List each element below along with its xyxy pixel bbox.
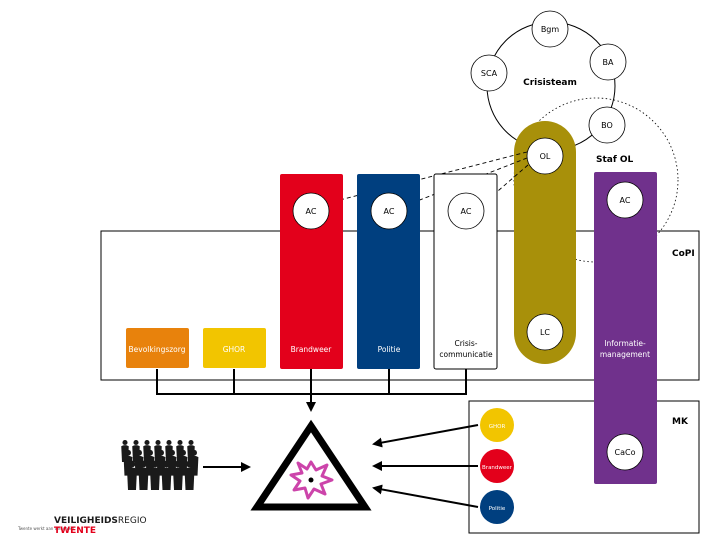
- politie-label: Politie: [378, 345, 401, 354]
- logo-tagline: Twente werkt aan veiligheid: [17, 526, 74, 531]
- person-head: [163, 460, 170, 468]
- person-body: [173, 467, 183, 490]
- brandweer-ac-circle: [292, 192, 330, 230]
- person-head: [169, 449, 175, 456]
- crisiscommunicatie-label-line1: Crisis-: [454, 339, 477, 348]
- person-head: [186, 460, 193, 468]
- person-head: [144, 439, 150, 446]
- person-head: [158, 449, 164, 456]
- mk-title: MK: [672, 417, 689, 427]
- person-head: [140, 460, 147, 468]
- ba-label: BA: [603, 58, 614, 67]
- politie-ac-circle: [370, 192, 408, 230]
- mk-brandweer-circle: [480, 449, 514, 483]
- mk-ghor-label: GHOR: [489, 424, 506, 430]
- person-head: [136, 449, 142, 456]
- bevolkingszorg-box: [126, 328, 189, 368]
- explosion-core: [308, 477, 314, 483]
- staf-ol-title: Staf OL: [596, 155, 634, 165]
- lc-circle: [526, 313, 564, 351]
- brandweer-label: Brandweer: [291, 345, 333, 354]
- informatiemanagement-column: [594, 172, 657, 484]
- brandweer-column: [280, 174, 343, 369]
- person-head: [180, 449, 186, 456]
- mk-brandweer-label: Brandweer: [482, 465, 513, 471]
- crowd-icon: [121, 439, 199, 490]
- informatiemanagement-ac-circle: [606, 181, 644, 219]
- mk-politie-circle: [480, 490, 514, 524]
- informatiemanagement-label-line1: Informatie-: [604, 339, 646, 348]
- mk-politie-arrow: [372, 484, 479, 508]
- crisisteam-title: Crisisteam: [523, 78, 577, 88]
- crisiscommunicatie-label-line2: communicatie: [439, 350, 493, 359]
- sca-circle: [470, 54, 508, 92]
- person-head: [166, 439, 172, 446]
- person-body: [150, 467, 160, 490]
- bracket-connector: [156, 369, 467, 395]
- caco-label: CaCo: [615, 448, 636, 457]
- logo-name-line2: TWENTE: [54, 526, 96, 536]
- staf-ol-column: [514, 121, 576, 364]
- ol-circle: [526, 137, 564, 175]
- politie-ac-label: AC: [384, 207, 395, 216]
- crisiscommunicatie-ac-circle: [447, 192, 485, 230]
- informatiemanagement-ac-label: AC: [620, 196, 631, 205]
- dashed-link-crisiscommunicatie: [483, 164, 529, 204]
- person-head: [155, 439, 161, 446]
- person-body: [138, 467, 149, 490]
- person-body: [127, 467, 137, 490]
- ba-circle: [589, 43, 627, 81]
- person-head: [191, 449, 197, 456]
- person-head: [122, 439, 128, 446]
- bo-label: BO: [601, 121, 613, 130]
- lc-label: LC: [540, 328, 550, 337]
- copi-title: CoPI: [672, 249, 695, 259]
- ghor-label: GHOR: [223, 345, 246, 354]
- sca-label: SCA: [481, 69, 498, 78]
- person-head: [188, 439, 194, 446]
- logo-name-line1: VEILIGHEIDSREGIO: [54, 516, 147, 526]
- mk-ghor-circle: [480, 408, 514, 442]
- person-head: [133, 439, 139, 446]
- ghor-box: [203, 328, 266, 368]
- person-head: [177, 439, 183, 446]
- person-head: [174, 460, 182, 468]
- ol-label: OL: [540, 152, 551, 161]
- politie-column: [357, 174, 420, 369]
- caco-circle: [606, 433, 644, 471]
- mk-politie-label: Politie: [489, 506, 506, 512]
- person-head: [151, 460, 159, 468]
- mk-ghor-arrow: [372, 424, 479, 448]
- bgm-label: Bgm: [541, 25, 560, 34]
- person-body: [184, 467, 195, 490]
- informatiemanagement-label-line2: management: [600, 350, 650, 359]
- bo-circle: [588, 106, 626, 144]
- bevolkingszorg-label: Bevolkingszorg: [129, 345, 186, 354]
- person-head: [128, 460, 136, 468]
- person-head: [125, 449, 131, 456]
- brandweer-ac-label: AC: [306, 207, 317, 216]
- crisiscommunicatie-ac-label: AC: [461, 207, 472, 216]
- person-body: [161, 467, 172, 490]
- bgm-circle: [531, 10, 569, 48]
- logo: VEILIGHEIDSREGIO Twente werkt aan veilig…: [17, 516, 147, 536]
- person-head: [147, 449, 153, 456]
